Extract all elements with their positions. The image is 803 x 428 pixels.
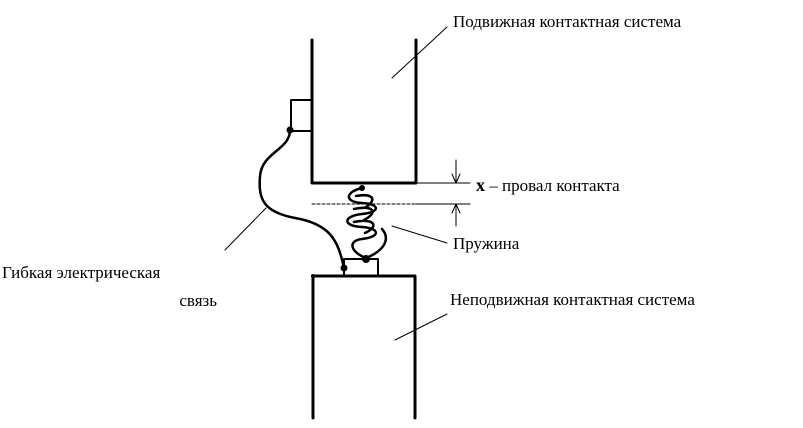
label-spring: Пружина (453, 234, 520, 253)
label-gap-text: – провал контакта (485, 176, 620, 195)
spring-coil (346, 186, 378, 260)
flexible-wire (258, 128, 346, 270)
fixed-contact-corner (311, 274, 315, 278)
dimension-arrow-bottom-head (451, 203, 461, 214)
leader-spring (391, 225, 448, 244)
leader-flexible-wire (224, 207, 267, 251)
dimension-arrow-top-head (451, 173, 461, 184)
spring-top-joint (359, 185, 365, 191)
moving-terminal-bracket (290, 99, 313, 132)
spring-bottom-joint (362, 255, 370, 263)
label-gap-symbol: x (476, 175, 485, 195)
label-gap: x – провал контакта (476, 175, 620, 195)
spring-coil-inner (352, 194, 387, 260)
wire-joint-top (286, 126, 294, 134)
wire-joint-bottom (340, 264, 348, 272)
label-flexible-line2: связь (179, 291, 217, 310)
leader-moving-system (391, 26, 448, 79)
label-flexible-line1: Гибкая электрическая (2, 263, 160, 282)
leader-fixed-system (394, 313, 448, 341)
spring-seat-bracket (343, 258, 379, 277)
label-moving-system: Подвижная контактная система (453, 12, 682, 31)
fixed-contact-body (311, 274, 417, 420)
moving-contact-body (310, 38, 418, 185)
label-fixed-system: Неподвижная контактная система (450, 290, 695, 309)
